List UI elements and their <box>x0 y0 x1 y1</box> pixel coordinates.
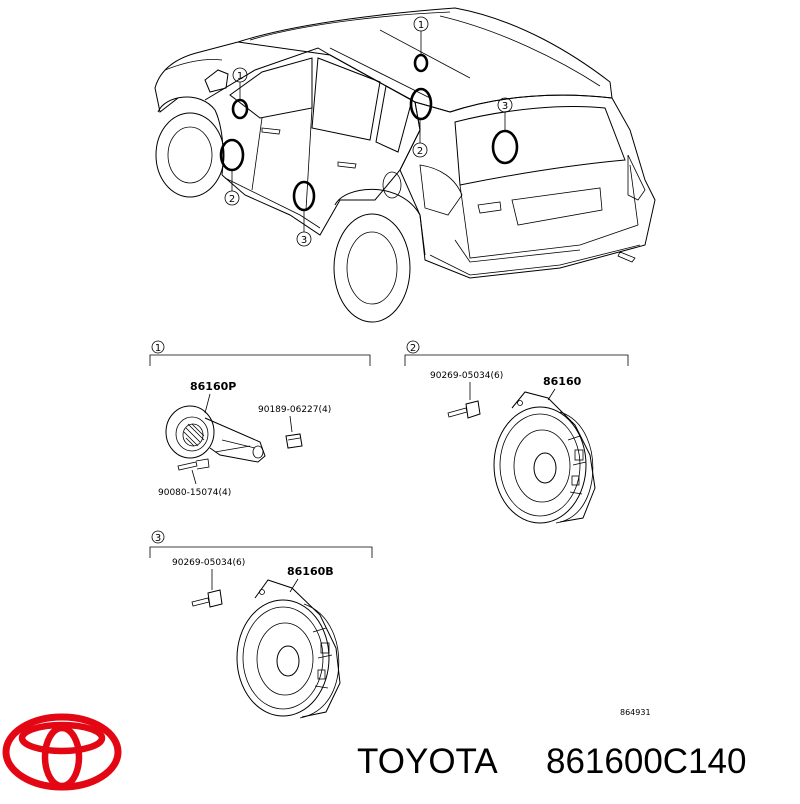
group-1-number: 1 <box>155 343 161 354</box>
tweeter-86160p-drawing <box>165 405 303 471</box>
footer-part-number: 861600C140 <box>546 742 746 781</box>
vehicle-callouts: 1 1 2 2 3 3 <box>224 16 513 247</box>
group-2-number: 2 <box>410 343 416 354</box>
group-2-front-speaker: 2 90269-05034(6) 86160 <box>404 340 629 524</box>
callout-1-front-door: 1 <box>237 71 243 82</box>
part-86160b-label: 86160B <box>287 565 334 578</box>
group-3-number: 3 <box>155 533 161 544</box>
callout-3-rear-window: 3 <box>502 101 508 112</box>
part-90189-label: 90189-06227(4) <box>258 405 331 415</box>
callout-2-rear-pillar: 2 <box>417 146 423 157</box>
diagram-ref-code: 864931 <box>620 708 651 717</box>
speaker-86160-drawing <box>447 391 596 524</box>
part-90080-label: 90080-15074(4) <box>158 488 231 498</box>
vehicle-outline <box>154 7 656 323</box>
footer-brand-text: TOYOTA <box>357 742 498 781</box>
part-90269-label-g2: 90269-05034(6) <box>430 371 503 381</box>
group-3-rear-speaker: 3 90269-05034(6) 86160B <box>149 530 373 719</box>
callout-3-rear-door: 3 <box>301 235 307 246</box>
speaker-86160b-drawing <box>191 579 341 719</box>
group-1-tweeter: 1 86160P 90189-06227(4) 90080-15074(4) <box>149 340 371 498</box>
callout-2-front-door: 2 <box>229 194 235 205</box>
callout-1-rear-pillar: 1 <box>418 20 424 31</box>
part-90269-label-g3: 90269-05034(6) <box>172 558 245 568</box>
part-86160-label: 86160 <box>543 375 582 388</box>
part-86160p-label: 86160P <box>190 380 236 393</box>
toyota-logo <box>2 713 122 791</box>
